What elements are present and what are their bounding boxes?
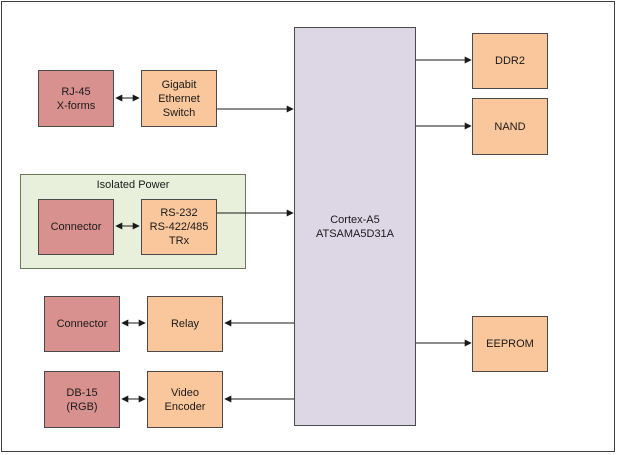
relay-connector-block: Connector — [44, 296, 120, 352]
relay-block: Relay — [147, 296, 223, 352]
eeprom-block: EEPROM — [472, 316, 548, 372]
cortex-a5-processor-block: Cortex-A5 ATSAMA5D31A — [294, 27, 416, 426]
rj45-xforms-block: RJ-45 X-forms — [38, 70, 114, 127]
gigabit-ethernet-switch-block: Gigabit Ethernet Switch — [141, 70, 217, 127]
isolated-power-label: Isolated Power — [96, 179, 170, 191]
serial-connector-block: Connector — [38, 199, 114, 255]
rs-transceiver-block: RS-232 RS-422/485 TRx — [141, 199, 217, 255]
ddr2-block: DDR2 — [472, 33, 548, 89]
nand-block: NAND — [472, 98, 548, 155]
video-encoder-block: Video Encoder — [147, 371, 223, 428]
db15-rgb-block: DB-15 (RGB) — [44, 371, 120, 428]
